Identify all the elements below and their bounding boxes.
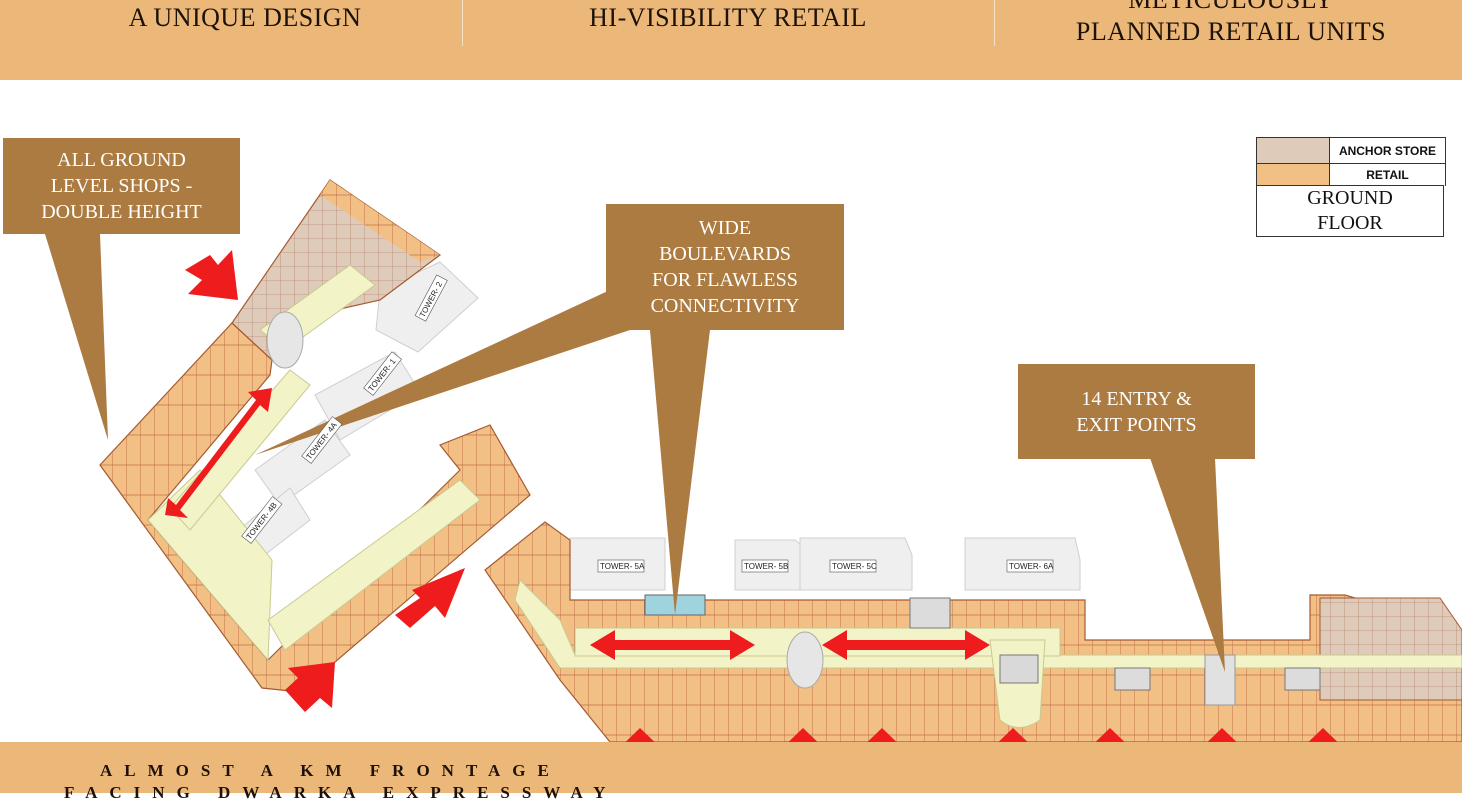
floor-title-line2: FLOOR bbox=[1317, 212, 1383, 234]
legend-row-anchor: ANCHOR STORE bbox=[1256, 137, 1446, 163]
header-item-line1: METICULOUSLY bbox=[1000, 0, 1462, 14]
bottom-strip-plan bbox=[484, 521, 1462, 743]
header-item-planned-units: METICULOUSLY PLANNED RETAIL UNITS bbox=[1000, 0, 1462, 66]
callout-line: EXIT POINTS bbox=[1076, 413, 1197, 436]
frontage-line2: FACING DWARKA EXPRESSWAY bbox=[64, 783, 618, 802]
header-item-hi-visibility: HI-VISIBILITY RETAIL bbox=[589, 3, 867, 32]
tower-label: TOWER- 6A bbox=[1009, 562, 1054, 571]
callout-line: ALL GROUND bbox=[57, 149, 186, 171]
tower-label: TOWER- 5C bbox=[832, 562, 877, 571]
footer-band bbox=[0, 742, 1462, 793]
legend-row-retail: RETAIL bbox=[1256, 163, 1446, 186]
header-band bbox=[0, 0, 1462, 80]
callout-pointers bbox=[45, 234, 1225, 672]
frontage-line1: ALMOST A KM FRONTAGE bbox=[100, 761, 561, 780]
header-item-unique-design: A UNIQUE DESIGN bbox=[128, 3, 362, 32]
retail-label: RETAIL bbox=[1366, 168, 1409, 182]
tower-label: TOWER- 5A bbox=[600, 562, 645, 571]
callout-line: LEVEL SHOPS - bbox=[50, 175, 193, 197]
callout-ground-level: ALL GROUND LEVEL SHOPS - DOUBLE HEIGHT bbox=[3, 138, 240, 234]
header-item-line2: PLANNED RETAIL UNITS bbox=[1075, 17, 1387, 46]
callout-line: CONNECTIVITY bbox=[650, 295, 800, 317]
legend-floor-title: GROUND FLOOR bbox=[1256, 185, 1444, 237]
callout-line: DOUBLE HEIGHT bbox=[41, 201, 202, 223]
floor-title-line1: GROUND bbox=[1307, 187, 1393, 209]
legend: ANCHOR STORE RETAIL bbox=[1256, 137, 1446, 186]
callout-line: 14 ENTRY & bbox=[1081, 387, 1192, 410]
anchor-swatch bbox=[1257, 138, 1330, 163]
callout-line: BOULEVARDS bbox=[659, 243, 791, 265]
callout-entry-points: 14 ENTRY & EXIT POINTS bbox=[1018, 364, 1255, 459]
retail-swatch bbox=[1257, 164, 1330, 186]
header-divider bbox=[994, 0, 995, 46]
frontage-caption: ALMOST A KM FRONTAGE FACING DWARKA EXPRE… bbox=[0, 760, 640, 804]
anchor-label: ANCHOR STORE bbox=[1338, 143, 1437, 158]
callout-wide-boulevards: WIDE BOULEVARDS FOR FLAWLESS CONNECTIVIT… bbox=[606, 204, 844, 330]
header-divider bbox=[462, 0, 463, 46]
callout-line: WIDE bbox=[698, 217, 752, 239]
left-wing-plan bbox=[99, 179, 531, 693]
tower-label: TOWER- 5B bbox=[744, 562, 788, 571]
callout-line: FOR FLAWLESS bbox=[652, 269, 798, 291]
boulevard-arrows bbox=[165, 388, 990, 660]
